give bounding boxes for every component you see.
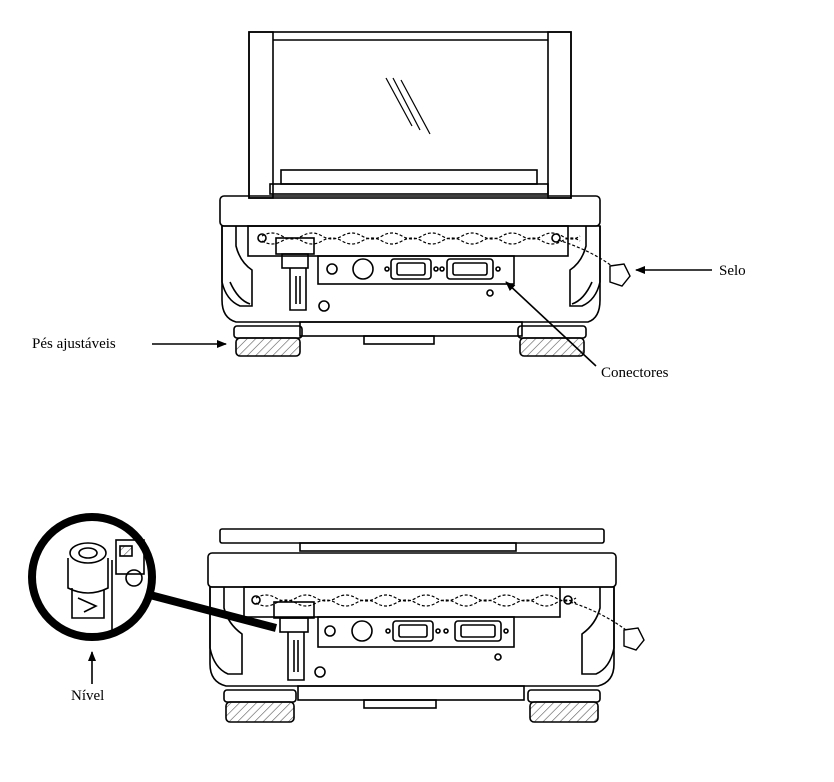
draft-shield <box>248 31 572 199</box>
body-lid <box>219 195 601 227</box>
adjustable-feet <box>233 325 587 357</box>
level-housing <box>275 237 315 255</box>
rear-panel <box>247 225 569 257</box>
weighing-pan <box>269 169 549 195</box>
connector-panel <box>317 255 515 285</box>
seal-tag <box>609 263 631 287</box>
main-body <box>221 225 601 323</box>
label-pes-ajustaveis: Pés ajustáveis <box>32 336 116 352</box>
arrow-conectores <box>505 281 597 367</box>
balance-bottom <box>207 528 645 723</box>
label-selo: Selo <box>719 263 746 279</box>
label-conectores: Conectores <box>601 365 669 381</box>
level-magnifier <box>28 513 278 641</box>
label-nivel: Nível <box>71 688 105 704</box>
balance-top <box>219 31 631 357</box>
base-plate <box>299 321 523 337</box>
